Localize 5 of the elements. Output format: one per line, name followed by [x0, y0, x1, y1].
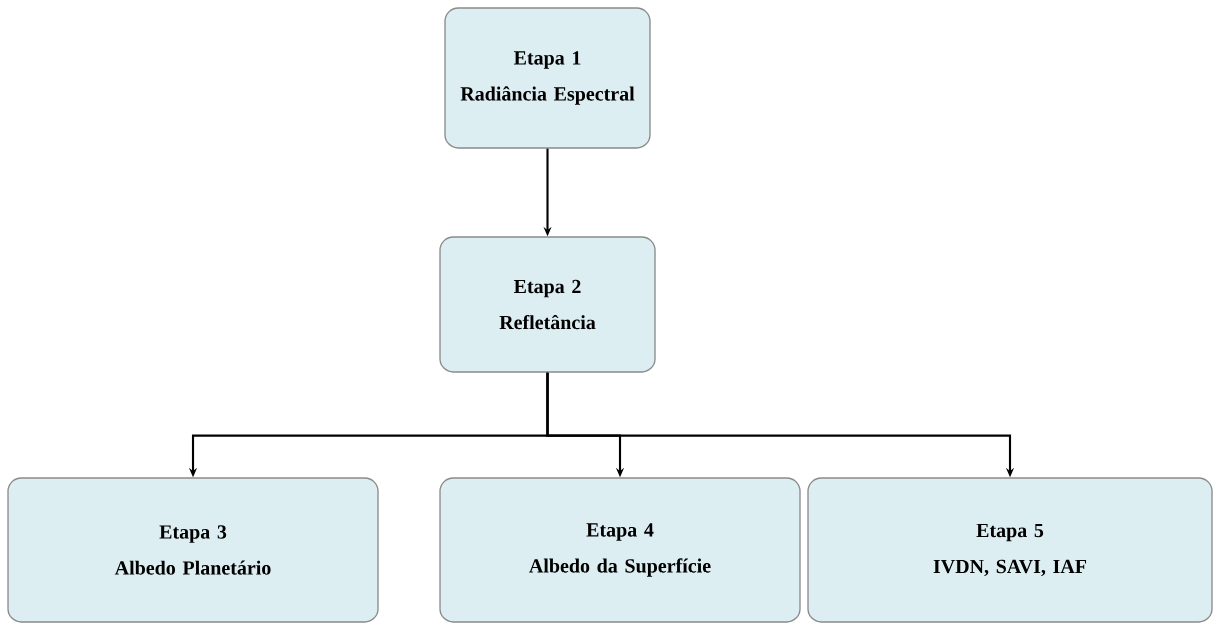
process-box: Etapa 5 IVDN, SAVI, IAF — [807, 477, 1213, 623]
process-box: Etapa 1 Radiância Espectral — [444, 7, 651, 149]
process-box: Etapa 3 Albedo Planetário — [7, 477, 379, 623]
process-box: Etapa 4 Albedo da Superfície — [439, 477, 801, 623]
process-box: Etapa 2 Refletância — [439, 236, 656, 373]
